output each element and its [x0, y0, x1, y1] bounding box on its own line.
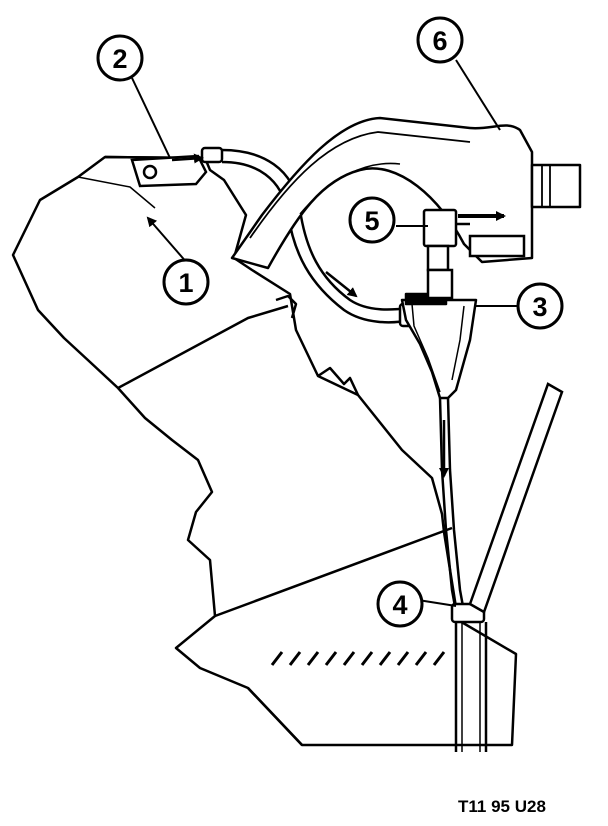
oil-return-line — [438, 397, 488, 752]
callout-5-circle — [348, 196, 396, 244]
callout-3: 3 — [516, 282, 564, 330]
callout-1: 1 — [162, 258, 210, 306]
valve-cover-connector — [130, 146, 224, 188]
intake-air-duct — [230, 116, 582, 270]
callout-2-label: 2 — [112, 44, 127, 74]
oil-separator — [400, 292, 478, 400]
flow-arrow-valve-cover — [171, 153, 204, 164]
dipstick-tube — [468, 382, 564, 614]
leader-lines — [131, 59, 520, 607]
oil-sump-hatching — [270, 651, 446, 666]
callout-4-label: 4 — [392, 590, 407, 620]
callout-6-label: 6 — [432, 26, 447, 56]
callout-4-circle — [376, 580, 424, 628]
flow-arrow-hose — [325, 271, 358, 298]
callout-5: 5 — [348, 196, 396, 244]
callout-4: 4 — [376, 580, 424, 628]
callout-1-circle — [162, 258, 210, 306]
callout-5-label: 5 — [364, 206, 379, 236]
callout-2: 2 — [96, 34, 144, 82]
callout-3-circle — [516, 282, 564, 330]
flow-arrows — [171, 153, 506, 478]
callout-1-label: 1 — [178, 268, 193, 298]
callout-6: 6 — [416, 16, 464, 64]
callout-3-label: 3 — [532, 292, 547, 322]
callout-6-circle — [416, 16, 464, 64]
pressure-control-valve — [422, 208, 526, 300]
callout-2-circle — [96, 34, 144, 82]
figure-reference-code: T11 95 U28 — [458, 797, 546, 816]
